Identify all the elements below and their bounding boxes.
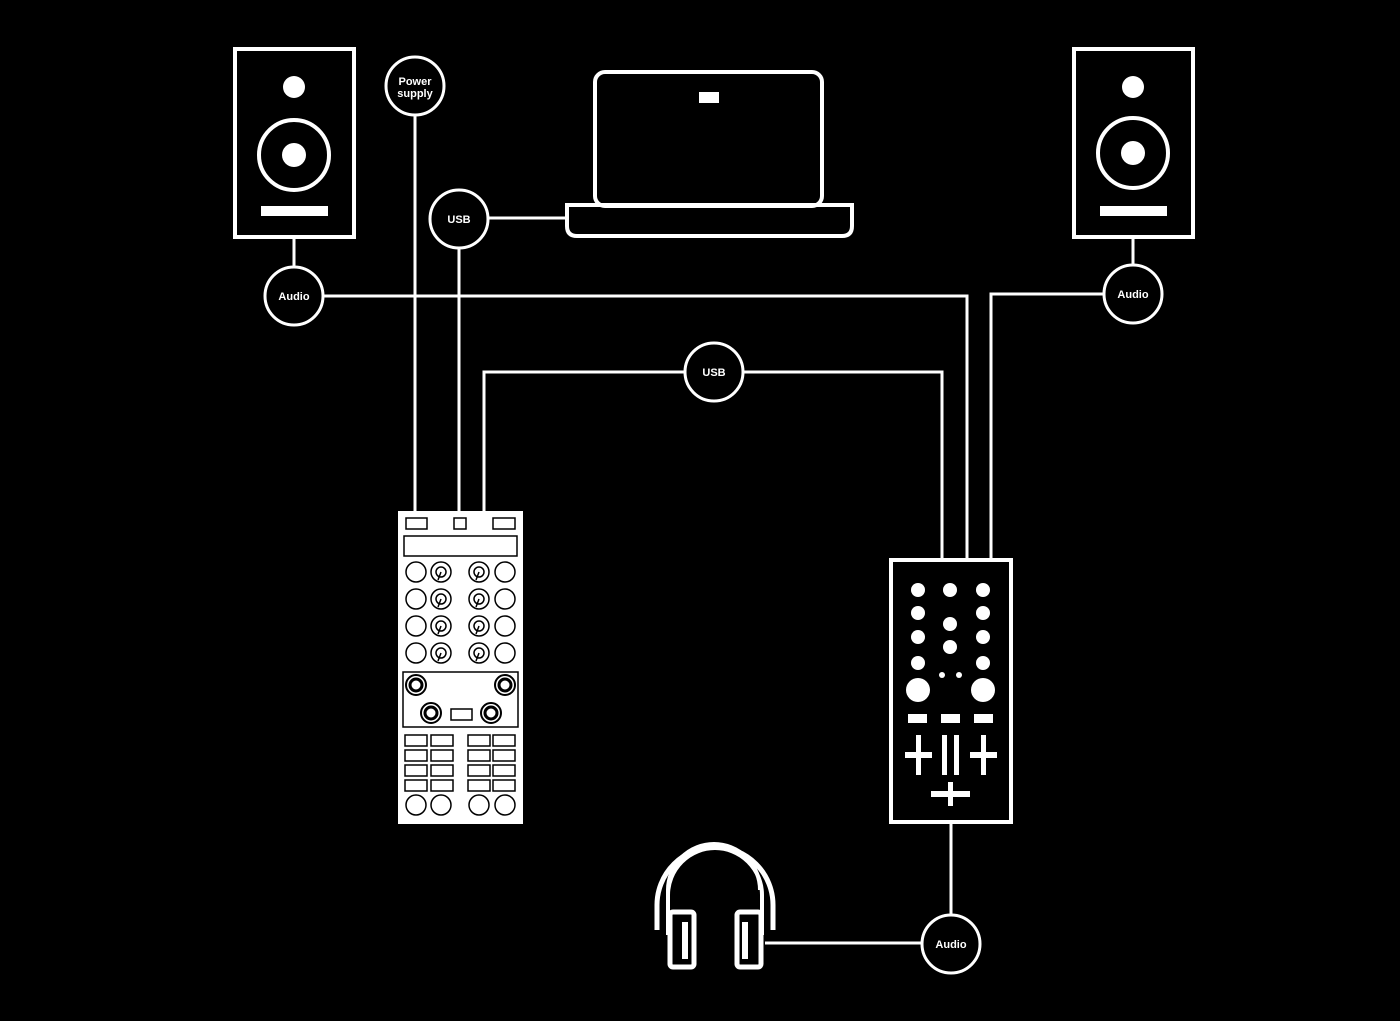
mixer-knob (911, 656, 925, 670)
knob (494, 561, 516, 583)
mixer-knob (976, 583, 990, 597)
knob (494, 588, 516, 610)
pad (404, 779, 428, 792)
audio-right-node: Audio (1102, 263, 1164, 325)
pad (492, 734, 516, 747)
mixer-knob (911, 583, 925, 597)
mixer-button (941, 714, 960, 723)
mixer-button (908, 714, 927, 723)
knob (468, 642, 490, 664)
mixer-knob (943, 640, 957, 654)
knob (405, 615, 427, 637)
usb-link-node: USB (683, 341, 745, 403)
pad (430, 764, 454, 777)
speaker-left-icon (233, 47, 356, 239)
pad (492, 764, 516, 777)
mixer-knob (943, 583, 957, 597)
audio-left-node: Audio (263, 265, 325, 327)
usb-link-label: USB (702, 367, 725, 379)
knob (494, 615, 516, 637)
mixer-knob (943, 617, 957, 631)
pad (430, 779, 454, 792)
power-supply-label: Power (398, 76, 432, 88)
knob (468, 588, 490, 610)
controller-icon (398, 511, 523, 824)
pad (467, 749, 491, 762)
mixer-knob (976, 630, 990, 644)
mixer-knob (911, 630, 925, 644)
power-supply-node: Power supply (384, 55, 446, 117)
knob (430, 561, 452, 583)
speaker-right-icon (1072, 47, 1195, 239)
audio-right-label: Audio (1117, 289, 1148, 301)
encoder (480, 702, 502, 724)
button (494, 794, 516, 816)
headphones-icon (654, 842, 776, 970)
mixer-knob (911, 606, 925, 620)
pad (492, 779, 516, 792)
mixer-big-knob (971, 678, 995, 702)
connection-lines (292, 115, 1135, 945)
pad (430, 734, 454, 747)
mixer-knob (976, 656, 990, 670)
pad (404, 734, 428, 747)
pad (467, 779, 491, 792)
knob (468, 615, 490, 637)
audio-headphones-label: Audio (935, 939, 966, 951)
pad (404, 749, 428, 762)
pad (467, 734, 491, 747)
encoder (494, 674, 516, 696)
knob (405, 642, 427, 664)
audio-headphones-node: Audio (920, 913, 982, 975)
knob (405, 561, 427, 583)
mixer-icon (889, 558, 1013, 824)
knob (494, 642, 516, 664)
knob (430, 615, 452, 637)
pad (404, 764, 428, 777)
pad (467, 764, 491, 777)
mixer-button (974, 714, 993, 723)
laptop-icon (565, 70, 854, 238)
knob (430, 588, 452, 610)
encoder (405, 674, 427, 696)
usb-laptop-label: USB (447, 214, 470, 226)
button (405, 794, 427, 816)
knob (430, 642, 452, 664)
audio-left-label: Audio (278, 291, 309, 303)
knob (405, 588, 427, 610)
usb-laptop-node: USB (428, 188, 490, 250)
knob (468, 561, 490, 583)
pad (492, 749, 516, 762)
button (468, 794, 490, 816)
pad (430, 749, 454, 762)
mixer-big-knob (906, 678, 930, 702)
mixer-knob (976, 606, 990, 620)
button (430, 794, 452, 816)
encoder (420, 702, 442, 724)
power-supply-label-2: supply (397, 88, 433, 100)
